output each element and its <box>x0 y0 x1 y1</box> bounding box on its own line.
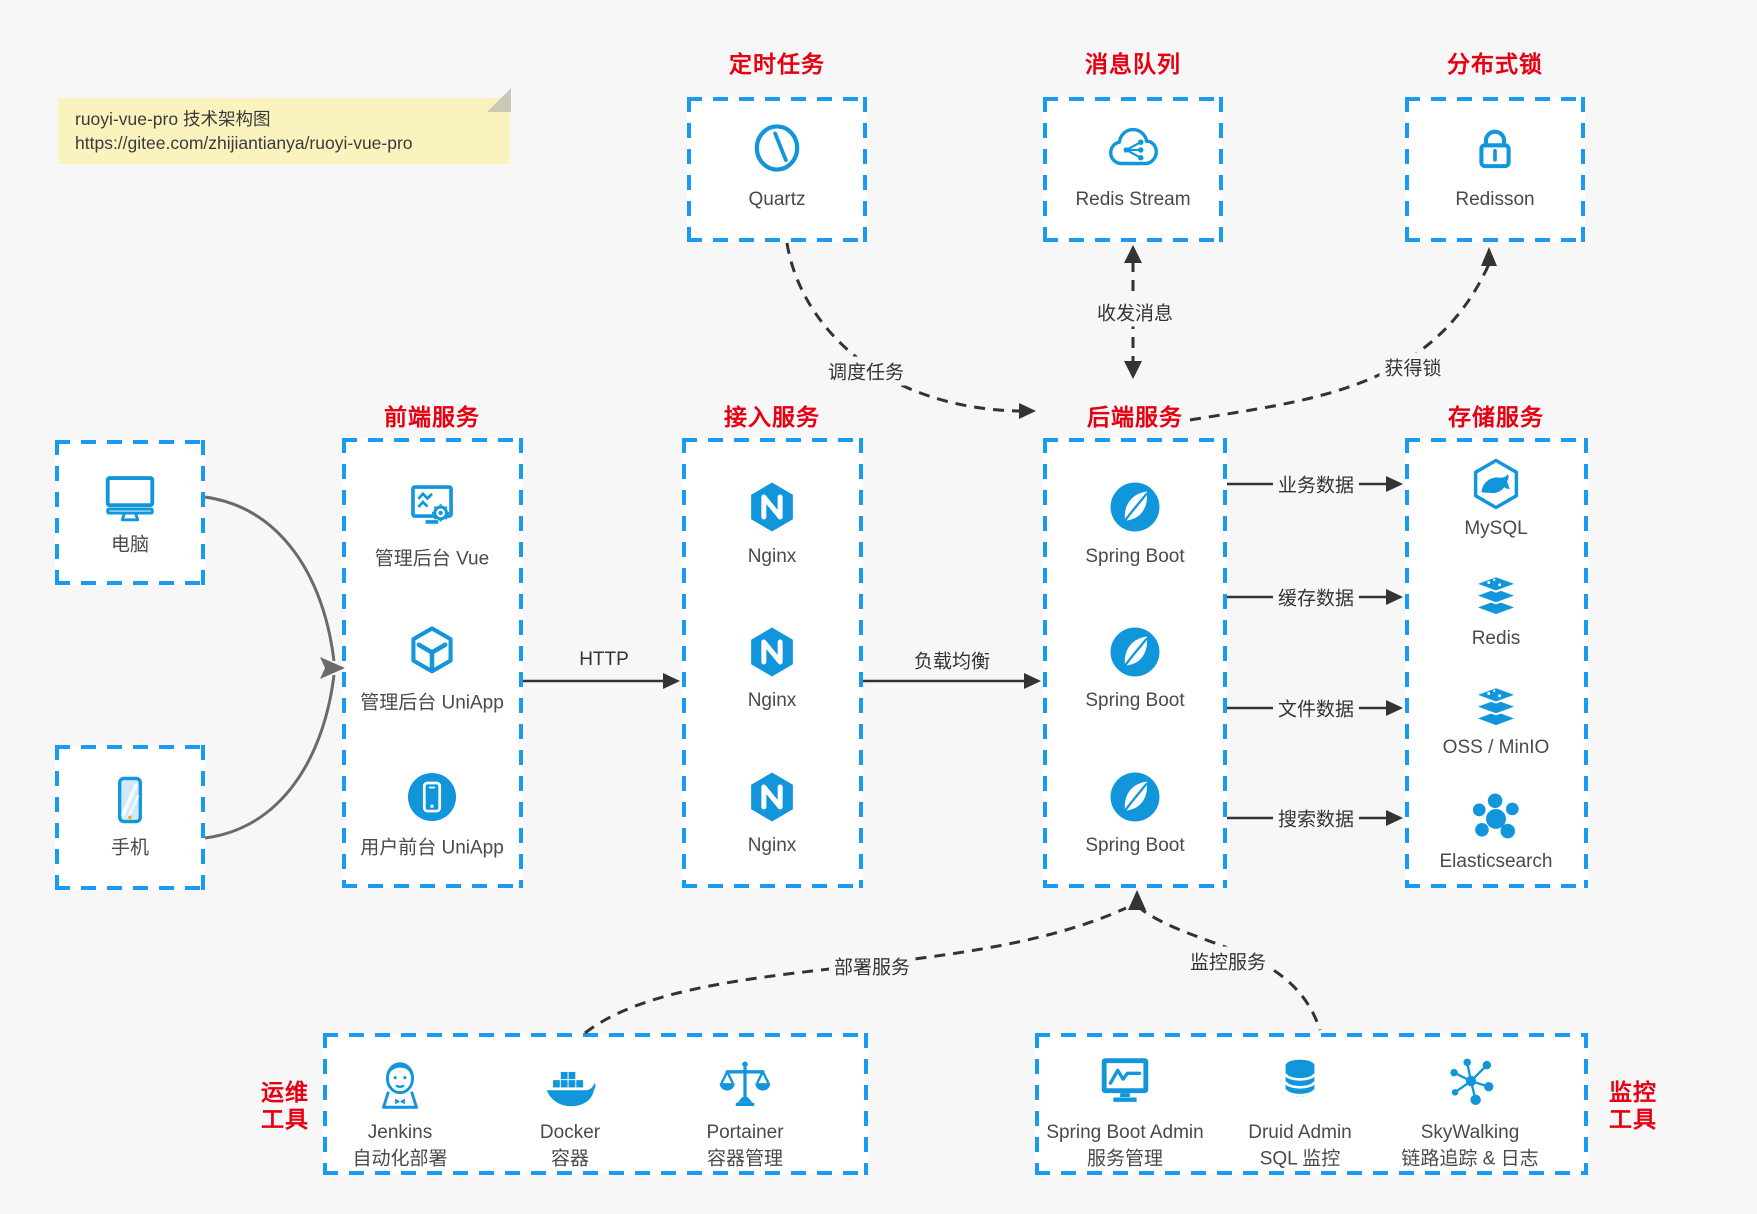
mysql-icon <box>1467 455 1525 513</box>
box-mq <box>1043 97 1223 242</box>
mobile-icon <box>100 770 160 830</box>
cloud-share-icon <box>1102 119 1164 177</box>
sublabel-druid-admin: SQL 监控 <box>1259 1148 1341 1170</box>
label-elasticsearch: Elasticsearch <box>1439 851 1553 872</box>
box-lock <box>1405 97 1585 242</box>
label-portainer: Portainer <box>706 1122 784 1143</box>
oss-minio-stack-icon <box>1467 686 1525 730</box>
label-jenkins: Jenkins <box>367 1122 433 1143</box>
edge-label-cache-data: 缓存数据 <box>1272 582 1360 612</box>
dashed-arrowheads <box>1019 245 1497 910</box>
spring-boot-icon <box>1106 623 1164 681</box>
desktop-icon <box>99 466 161 528</box>
title-scheduler: 定时任务 <box>729 51 825 77</box>
label-druid-admin: Druid Admin <box>1248 1122 1352 1143</box>
title-storage: 存储服务 <box>1448 404 1544 430</box>
label-mobile: 手机 <box>110 837 150 859</box>
label-docker: Docker <box>539 1122 601 1143</box>
label-pc: 电脑 <box>110 534 150 556</box>
label-nginx-3: Nginx <box>747 835 797 856</box>
sublabel-skywalking: 链路追踪 & 日志 <box>1401 1148 1539 1170</box>
label-user-uniapp: 用户前台 UniApp <box>360 837 504 859</box>
note-url: https://gitee.com/zhijiantianya/ruoyi-vu… <box>75 133 413 153</box>
label-redis: Redis <box>1471 628 1521 649</box>
label-admin-uniapp: 管理后台 UniApp <box>360 692 504 714</box>
lock-icon <box>1466 119 1524 177</box>
docker-whale-icon <box>539 1053 601 1115</box>
label-admin-vue: 管理后台 Vue <box>374 548 490 570</box>
user-app-icon <box>403 768 461 826</box>
label-spring-boot-3: Spring Boot <box>1085 835 1185 856</box>
spring-boot-icon <box>1106 478 1164 536</box>
label-nginx-2: Nginx <box>747 690 797 711</box>
admin-vue-icon <box>403 478 461 536</box>
box-storage <box>1405 438 1588 888</box>
jenkins-icon <box>369 1053 431 1115</box>
client-arrows <box>204 495 336 840</box>
label-oss-minio: OSS / MinIO <box>1442 737 1550 758</box>
sublabel-spring-boot-admin: 服务管理 <box>1086 1148 1164 1170</box>
redis-stack-icon <box>1467 575 1525 619</box>
label-redisson: Redisson <box>1455 189 1535 210</box>
elasticsearch-icon <box>1467 789 1525 847</box>
spring-boot-icon <box>1106 768 1164 826</box>
clock-icon <box>747 118 807 178</box>
box-monitoring <box>1035 1033 1588 1175</box>
note-title: ruoyi-vue-pro 技术架构图 <box>75 109 271 129</box>
title-ops-line1: 运维 <box>261 1079 309 1105</box>
title-backend: 后端服务 <box>1087 404 1183 430</box>
label-skywalking: SkyWalking <box>1420 1122 1520 1143</box>
label-spring-boot-admin: Spring Boot Admin <box>1046 1122 1204 1143</box>
sublabel-portainer: 容器管理 <box>706 1148 784 1170</box>
title-ops-line2: 工具 <box>261 1106 309 1132</box>
edge-label-http: HTTP <box>574 648 634 672</box>
edge-label-search-data: 搜索数据 <box>1272 803 1360 833</box>
edge-label-deploy: 部署服务 <box>828 951 916 981</box>
nginx-icon <box>743 768 801 826</box>
title-monitoring-line1: 监控 <box>1609 1079 1657 1105</box>
label-mysql: MySQL <box>1464 518 1528 539</box>
sublabel-docker: 容器 <box>550 1148 590 1170</box>
edge-label-business-data: 业务数据 <box>1272 469 1360 499</box>
label-nginx-1: Nginx <box>747 546 797 567</box>
edge-label-acquire-lock: 获得锁 <box>1379 352 1447 382</box>
label-quartz: Quartz <box>748 189 806 210</box>
client-arrowhead <box>320 657 345 679</box>
title-lock: 分布式锁 <box>1447 51 1543 77</box>
label-redis-stream: Redis Stream <box>1075 189 1191 210</box>
edge-label-monitor: 监控服务 <box>1184 946 1272 976</box>
dashed-arrows <box>584 242 1491 1035</box>
sublabel-jenkins: 自动化部署 <box>352 1148 448 1170</box>
druid-database-icon <box>1272 1054 1328 1110</box>
title-frontend: 前端服务 <box>384 404 480 430</box>
title-mq: 消息队列 <box>1085 51 1181 77</box>
label-spring-boot-1: Spring Boot <box>1085 546 1185 567</box>
edge-label-schedule: 调度任务 <box>822 356 910 386</box>
label-spring-boot-2: Spring Boot <box>1085 690 1185 711</box>
skywalking-nodes-icon <box>1440 1052 1500 1112</box>
title-gateway: 接入服务 <box>724 404 820 430</box>
box-ops <box>323 1033 868 1175</box>
edge-label-messaging: 收发消息 <box>1091 297 1179 327</box>
nginx-icon <box>743 623 801 681</box>
edge-label-load-balance: 负载均衡 <box>908 645 996 675</box>
spring-boot-admin-icon <box>1094 1051 1156 1113</box>
solid-arrowheads <box>663 476 1403 826</box>
edge-label-file-data: 文件数据 <box>1272 693 1360 723</box>
nginx-icon <box>743 478 801 536</box>
title-monitoring-line2: 工具 <box>1609 1106 1657 1132</box>
portainer-scales-icon <box>715 1054 775 1114</box>
uniapp-cube-icon <box>403 623 461 681</box>
sticky-note: ruoyi-vue-pro 技术架构图 https://gitee.com/zh… <box>58 98 510 164</box>
